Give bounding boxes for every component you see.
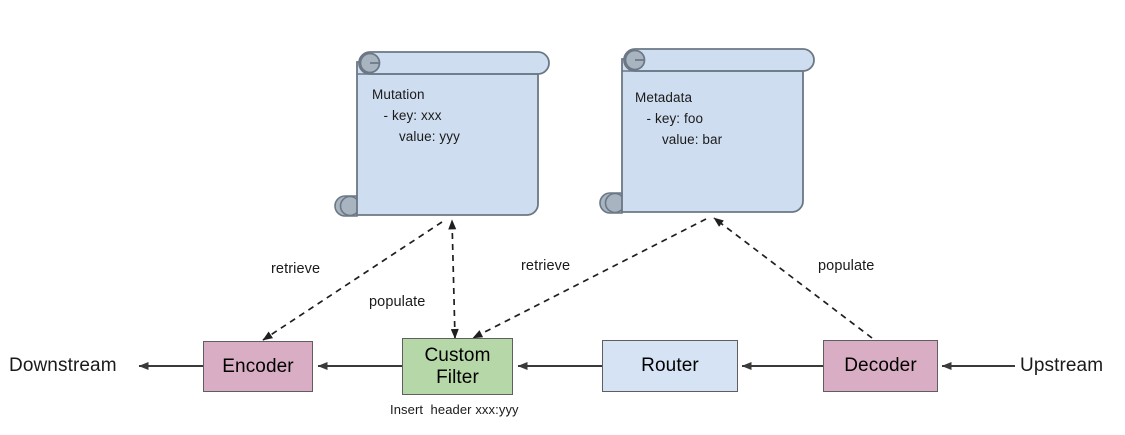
edge-label-retrieve-mutation: retrieve — [271, 261, 321, 277]
document-metadata-text: Metadata - key: foo value: bar — [635, 90, 723, 147]
edge-label-retrieve-metadata: retrieve — [521, 258, 571, 274]
node-decoder[interactable]: Decoder — [823, 340, 938, 392]
node-encoder[interactable]: Encoder — [203, 341, 313, 392]
document-mutation-shape — [334, 51, 550, 217]
caption-custom-filter: Insert header xxx:yyy — [390, 402, 519, 417]
edge-label-populate-metadata: populate — [818, 258, 875, 274]
edge-populate-metadata — [713, 217, 873, 339]
document-mutation-text: Mutation - key: xxx value: yyy — [372, 87, 460, 144]
node-router[interactable]: Router — [602, 340, 738, 392]
edge-label-populate-mutation: populate — [369, 294, 426, 310]
label-upstream: Upstream — [1020, 355, 1104, 376]
node-custom-filter[interactable]: Custom Filter — [402, 338, 513, 395]
document-metadata-shape — [599, 48, 815, 214]
edge-retrieve-mutation — [262, 221, 443, 341]
label-downstream: Downstream — [9, 355, 117, 376]
edge-retrieve-metadata — [472, 218, 707, 339]
edge-populate-mutation — [448, 219, 459, 339]
